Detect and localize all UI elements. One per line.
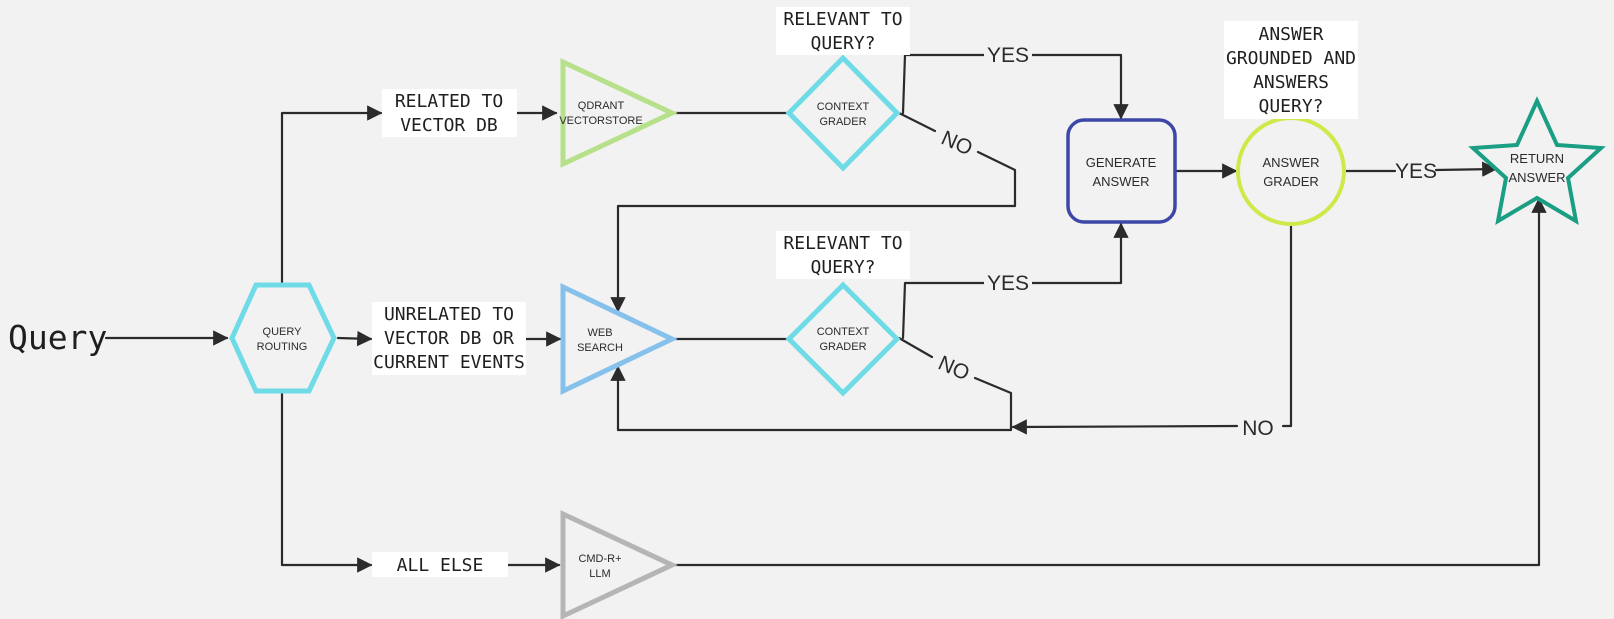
diamond-icon [785,54,901,172]
context-grader-top-label-1: CONTEXT [817,101,870,113]
answer-grader-node[interactable]: ANSWER GRADER [1236,116,1346,226]
all-else-label-box: ALL ELSE [372,552,508,577]
yes-bottom-label: YES [987,272,1029,295]
llm-label-2: LLM [589,568,610,580]
triangle-icon [560,510,678,619]
generate-answer-label-1: GENERATE [1086,155,1157,170]
unrelated-label-box: UNRELATED TO VECTOR DB OR CURRENT EVENTS [372,302,526,375]
relevant-bottom-label-line-2: QUERY? [810,257,875,278]
edge-routing-to-unrelated-label [336,330,373,347]
yes-top-label: YES [987,44,1029,67]
relevant-top-label-line-1: RELEVANT TO [783,9,902,30]
triangle-icon [560,283,678,395]
edge-routing-to-all-else-label [280,390,373,573]
relevant-top-label-line-2: QUERY? [810,33,875,54]
edge-grader-top-no [618,111,1017,311]
relevant-bottom-label-box: RELEVANT TO QUERY? [776,231,910,279]
qdrant-label-1: QDRANT [578,100,625,112]
no-bottom-label: NO [935,352,973,386]
yes-return-label: YES [1395,160,1437,183]
edge-grader-no-loop [1013,222,1293,427]
unrelated-label-line-1: UNRELATED TO [384,304,514,325]
answer-grader-label-2: GRADER [1263,174,1319,189]
grounded-label-line-3: ANSWERS [1253,72,1329,93]
query-routing-node[interactable]: QUERY ROUTING [229,282,337,394]
web-search-node[interactable]: WEB SEARCH [560,283,678,395]
relevant-bottom-label-line-1: RELEVANT TO [783,233,902,254]
edge-llm-to-return [672,197,1547,567]
triangle-icon [560,58,678,168]
web-search-label-2: SEARCH [577,342,623,354]
query-start-label: Query [8,318,107,357]
relevant-top-label-box: RELEVANT TO QUERY? [776,7,910,55]
grounded-label-line-4: QUERY? [1258,96,1323,117]
context-grader-top-label-2: GRADER [819,116,866,128]
edge-grader-yes-to-return [1344,169,1496,171]
context-grader-bottom-label-1: CONTEXT [817,326,870,338]
llm-label-1: CMD-R+ [578,553,621,565]
cmd-r-llm-node[interactable]: CMD-R+ LLM [560,510,678,619]
generate-answer-label-2: ANSWER [1092,174,1149,189]
hexagon-icon [229,282,337,394]
related-label-box: RELATED TO VECTOR DB [382,89,517,137]
return-answer-node[interactable]: RETURN ANSWER [1468,96,1606,225]
edge-routing-to-related-label [280,105,383,285]
diamond-icon [785,281,901,397]
related-label-line-2: VECTOR DB [400,115,498,136]
related-label-line-1: RELATED TO [395,91,503,112]
star-icon [1468,96,1606,225]
grounded-label-box: ANSWER GROUNDED AND ANSWERS QUERY? [1224,21,1358,119]
generate-answer-node[interactable]: GENERATE ANSWER [1066,118,1177,224]
query-routing-label-2: ROUTING [257,341,308,353]
context-grader-bottom-node[interactable]: CONTEXT GRADER [785,281,901,397]
context-grader-top-node[interactable]: CONTEXT GRADER [785,54,901,172]
return-answer-label-1: RETURN [1510,151,1564,166]
unrelated-label-line-2: VECTOR DB OR [384,328,514,349]
no-top-label: NO [938,127,976,161]
unrelated-label-line-3: CURRENT EVENTS [373,352,525,373]
answer-grader-label-1: ANSWER [1262,155,1319,170]
no-grader-label: NO [1242,417,1274,440]
return-answer-label-2: ANSWER [1508,170,1565,185]
grounded-label-line-1: ANSWER [1258,24,1323,45]
context-grader-bottom-label-2: GRADER [819,341,866,353]
grounded-label-line-2: GROUNDED AND [1226,48,1356,69]
rounded-square-icon [1066,118,1177,224]
all-else-label-line-1: ALL ELSE [397,555,484,576]
qdrant-vectorstore-node[interactable]: QDRANT VECTORSTORE [559,58,678,168]
qdrant-label-2: VECTORSTORE [559,115,642,127]
web-search-label-1: WEB [587,327,612,339]
query-routing-label-1: QUERY [263,326,303,338]
circle-icon [1236,116,1346,226]
